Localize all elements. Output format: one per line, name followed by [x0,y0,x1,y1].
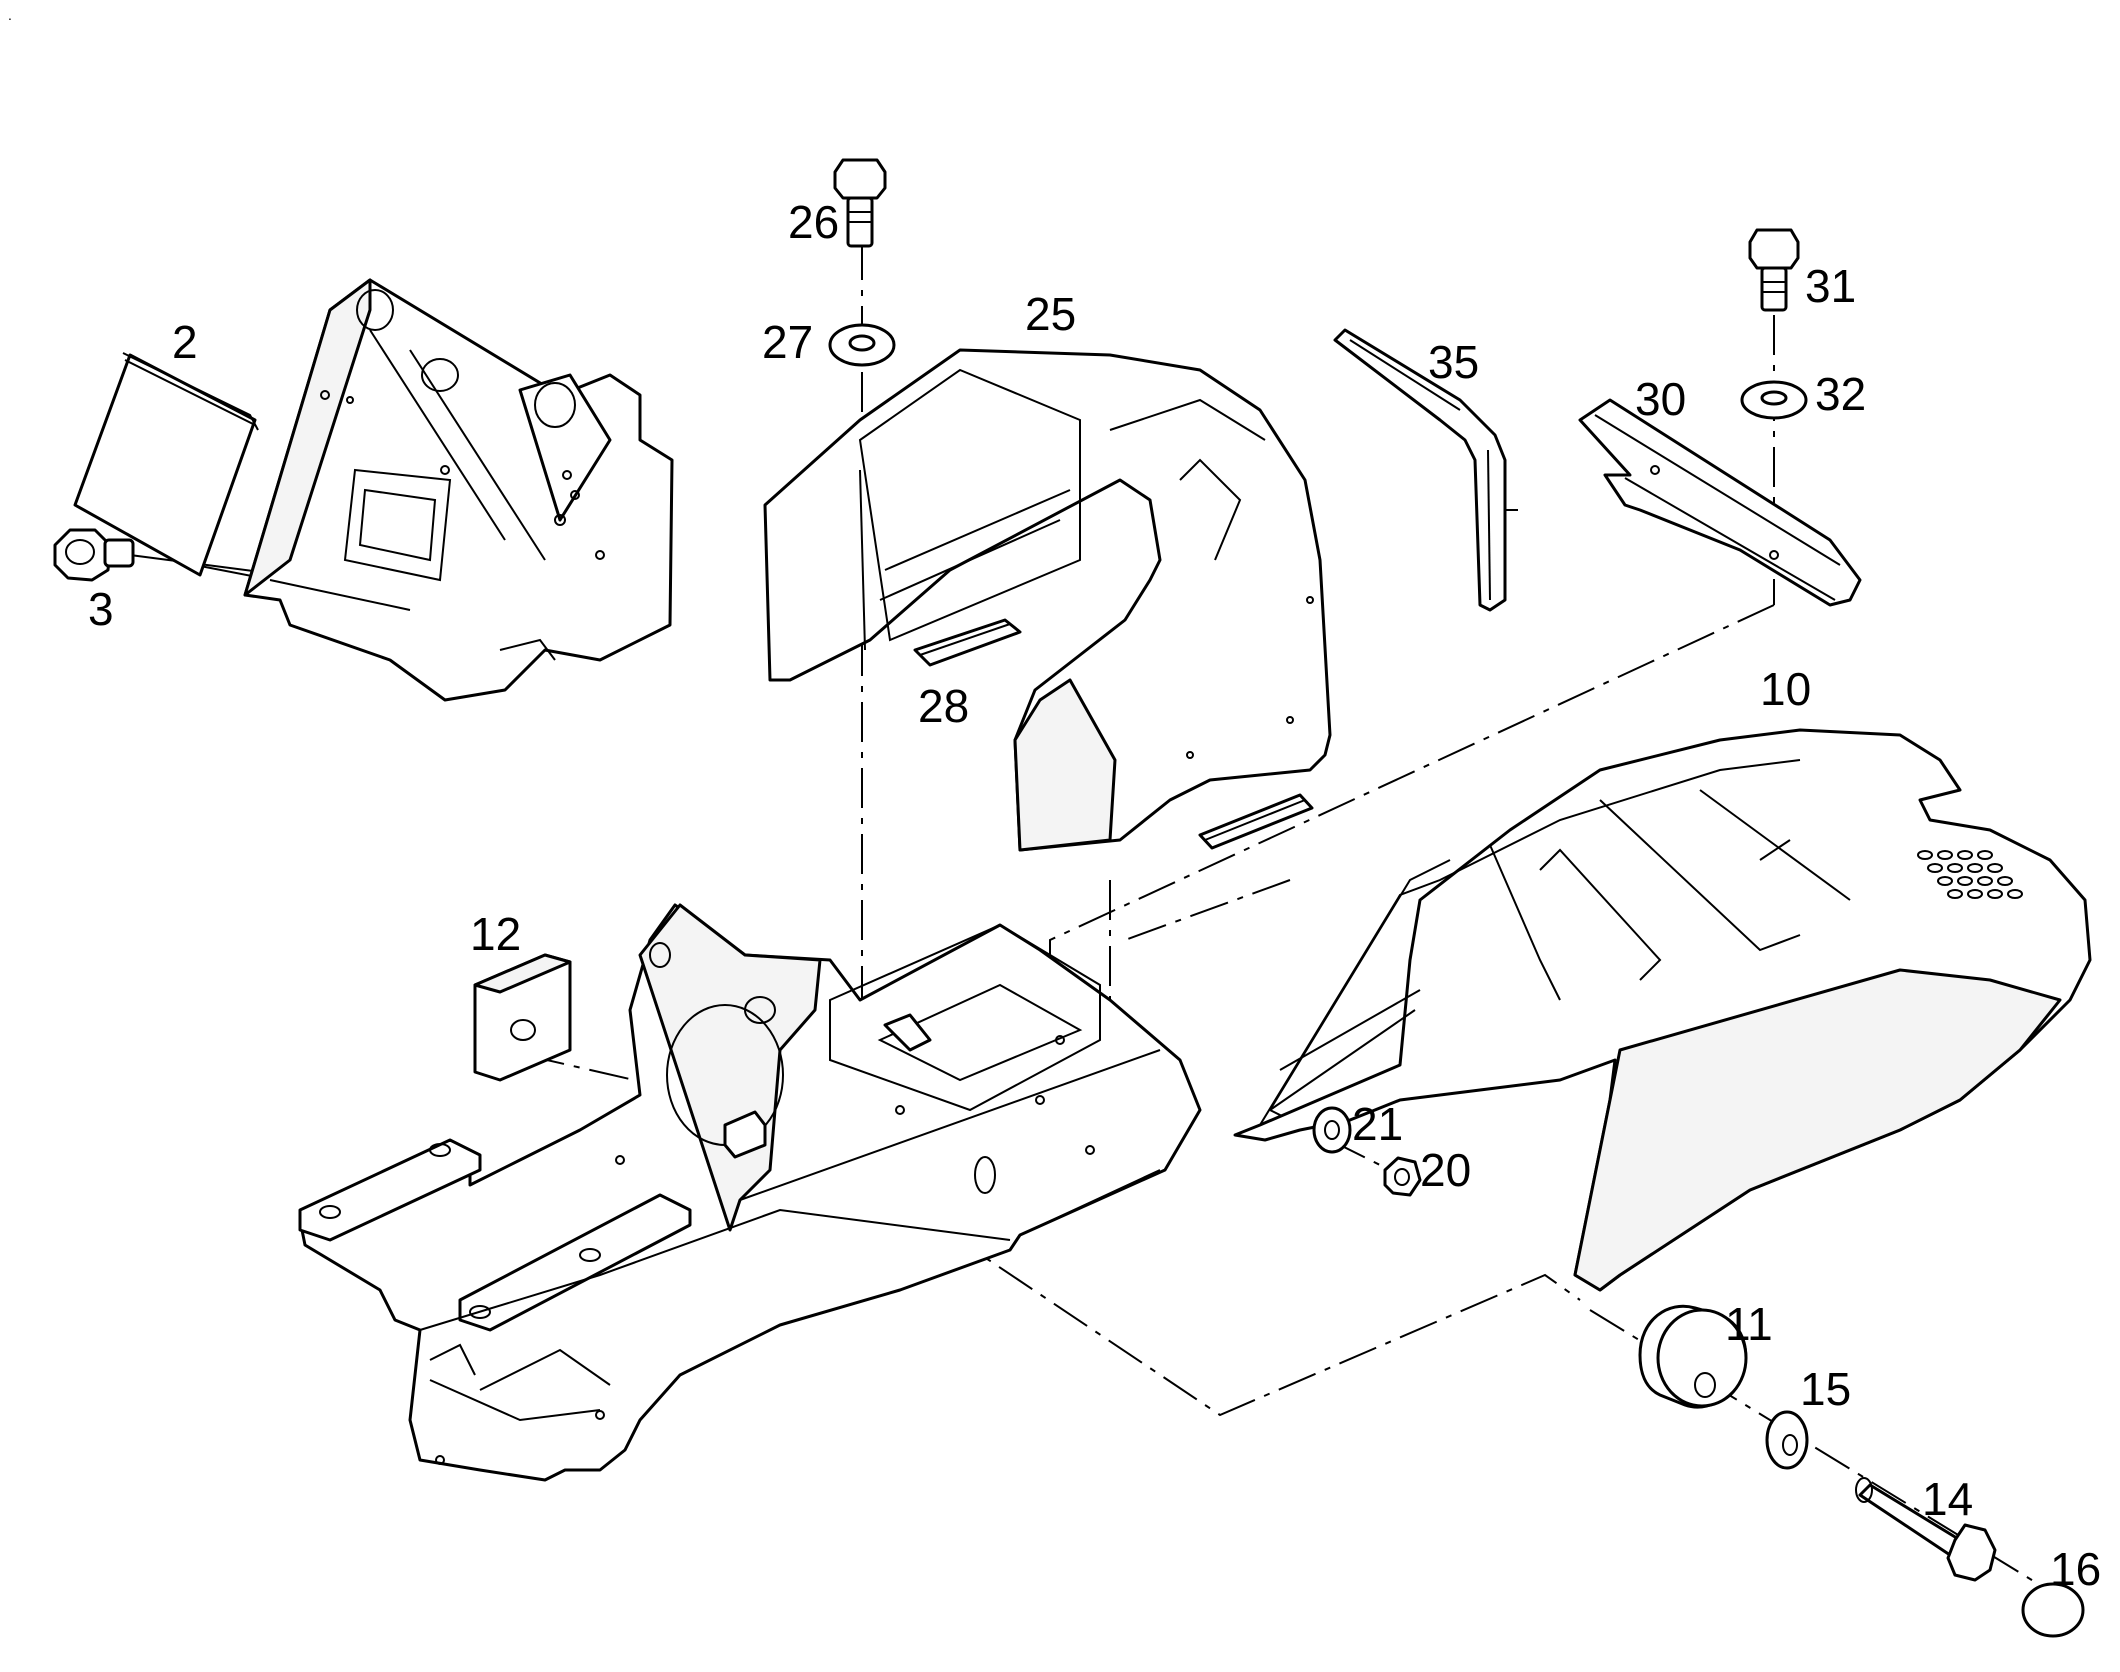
callout-16: 16 [2050,1543,2101,1595]
part-16-cap [2021,1582,2085,1638]
callout-21: 21 [1352,1098,1403,1150]
part-20-nut [1383,1156,1422,1197]
callout-12: 12 [470,908,521,960]
callout-2: 2 [172,316,198,368]
part-21-washer [1312,1106,1352,1154]
callout-labels: 2 3 10 11 12 14 15 16 20 21 25 26 27 28 … [88,196,2101,1595]
callout-10: 10 [1760,663,1811,715]
callout-20: 20 [1420,1144,1471,1196]
part-26-bolt [833,158,887,248]
callout-25: 25 [1025,288,1076,340]
part-11-rubber-mount [1638,1304,1748,1409]
callout-35: 35 [1428,336,1479,388]
part-31-bolt [1748,228,1800,312]
part-10-hood [1233,728,2092,1292]
hood-vent-grid [1917,850,2023,899]
callout-14: 14 [1922,1473,1973,1525]
part-15-washer [1765,1410,1809,1470]
centerline-hood-10 [1124,879,1291,941]
part-mast-frame [243,278,674,702]
part-14-bolt [1855,1477,1997,1582]
callout-26: 26 [788,196,839,248]
part-35-strip [1333,328,1518,612]
part-25-cover [763,348,1332,852]
callout-32: 32 [1815,368,1866,420]
part-32-washer [1740,380,1808,420]
part-27-washer [828,323,896,367]
callout-31: 31 [1805,260,1856,312]
callout-27: 27 [762,316,813,368]
part-2-cover-plate [73,352,259,577]
part-12-pad [473,953,572,1082]
callout-28: 28 [918,680,969,732]
part-3-bolt [53,528,135,582]
part-28-rubber-strip [913,618,1314,850]
callout-30: 30 [1635,373,1686,425]
corner-mark: . [8,7,12,23]
callout-3: 3 [88,583,114,635]
callout-11: 11 [1725,1298,1773,1350]
part-30-bracket [1578,398,1862,607]
callout-15: 15 [1800,1363,1851,1415]
part-main-frame [298,903,1202,1482]
